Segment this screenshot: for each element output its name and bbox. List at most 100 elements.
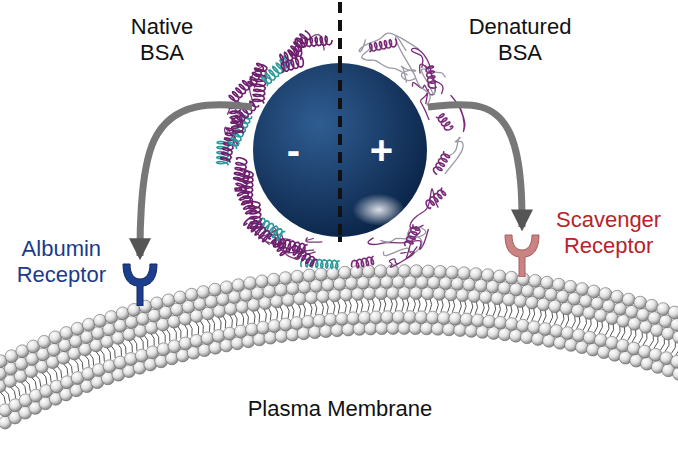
lipid-head	[426, 311, 439, 324]
lipid-tail	[554, 312, 557, 325]
lipid-head	[422, 265, 435, 278]
lipid-tail	[128, 340, 132, 352]
lipid-head	[458, 267, 471, 280]
lipid-tail	[532, 308, 535, 321]
lipid-head	[257, 321, 270, 334]
lipid-tail	[665, 339, 669, 351]
lipid-tail	[470, 301, 472, 314]
lipid-head	[291, 270, 304, 283]
lipid-tail	[229, 314, 232, 327]
lipid-head	[234, 325, 247, 338]
lipid-head	[449, 312, 462, 325]
lipid-head	[605, 336, 618, 349]
lipid-tail	[516, 306, 519, 319]
lipid-tail	[291, 305, 294, 318]
lipid-head	[657, 303, 670, 316]
lipid-tail	[441, 299, 443, 312]
lipid-head	[434, 265, 447, 278]
protein-strand	[389, 246, 417, 267]
lipid-tail	[189, 323, 192, 336]
lipid-head	[505, 318, 518, 331]
lipid-head	[594, 334, 607, 347]
lipid-tail	[527, 307, 530, 320]
lipid-head	[483, 315, 496, 328]
lipid-head	[212, 329, 225, 342]
lipid-tail	[314, 302, 316, 315]
lipid-tail	[390, 298, 392, 311]
lipid-head	[324, 313, 337, 326]
lipid-tail	[594, 320, 597, 333]
protein-helix	[248, 63, 263, 87]
lipid-head	[244, 277, 257, 290]
lipid-tail	[321, 301, 323, 314]
lipid-head	[223, 327, 236, 340]
lipid-tail	[257, 309, 260, 322]
lipid-tail	[671, 341, 675, 353]
lipid-head	[576, 283, 589, 296]
lipid-tail	[195, 322, 198, 335]
lipid-head	[516, 319, 529, 332]
lipid-head	[246, 323, 259, 336]
sphere-highlight	[353, 194, 405, 226]
lipid-tail	[599, 321, 602, 334]
lipid-tail	[42, 372, 47, 384]
lipid-head	[347, 312, 360, 325]
lipid-tail	[85, 355, 90, 367]
lipid-head	[381, 311, 394, 324]
lipid-tail	[464, 300, 466, 313]
lipid-tail	[561, 313, 564, 326]
lipid-head	[392, 311, 405, 324]
lipid-tail	[211, 318, 214, 331]
lipid-head	[267, 273, 280, 286]
lipid-head	[561, 327, 574, 340]
protein-ribbons	[217, 31, 465, 269]
lipid-head	[279, 272, 292, 285]
particle-label: Denatured BSA	[469, 14, 572, 67]
lipid-tail	[57, 366, 62, 378]
lipid-head	[370, 311, 383, 324]
lipid-head	[673, 331, 678, 344]
receptor-label: Albumin Receptor	[17, 236, 106, 289]
lipid-tail	[402, 298, 404, 311]
membrane-label: Plasma Membrane	[248, 396, 433, 422]
receptor-label: Scavenger Receptor	[556, 207, 661, 260]
binding-arrow	[428, 105, 522, 227]
lipid-head	[622, 293, 635, 306]
lipid-head	[671, 355, 678, 368]
lipid-tail	[166, 329, 169, 342]
lipid-tail	[122, 342, 126, 354]
lipid-tail	[676, 343, 678, 355]
lipid-head	[116, 307, 129, 320]
scavenger-receptor: Scavenger Receptor	[502, 207, 661, 277]
lipid-head	[415, 311, 428, 324]
protein-helix	[426, 188, 445, 209]
lipid-tail	[218, 317, 221, 330]
lipid-tail	[200, 320, 203, 333]
charge-sign: +	[370, 130, 393, 170]
lipid-tail	[356, 299, 358, 312]
lipid-tail	[111, 346, 115, 358]
lipid-tail	[538, 309, 541, 322]
lipid-tail	[31, 377, 36, 389]
lipid-head	[564, 280, 577, 293]
divider-line	[338, 2, 342, 242]
albumin-receptor: Albumin Receptor	[17, 236, 160, 306]
lipid-tail	[639, 331, 643, 344]
lipid-head	[303, 269, 316, 282]
lipid-tail	[583, 317, 586, 330]
lipid-head	[673, 367, 678, 380]
lipid-tail	[298, 304, 301, 317]
lipid-bilayer	[0, 265, 678, 429]
lipid-head	[336, 313, 349, 326]
lipid-tail	[448, 299, 450, 312]
lipid-tail	[96, 351, 100, 363]
lipid-tail	[310, 303, 313, 316]
lipid-tail	[223, 316, 226, 329]
lipid-tail	[245, 311, 248, 324]
membrane-label: Plasma Membrane	[248, 396, 433, 422]
lipid-tail	[367, 299, 369, 312]
lipid-head	[201, 332, 214, 345]
lipid-tail	[78, 357, 83, 369]
lipid-head	[209, 283, 222, 296]
charge-sign: -	[287, 130, 300, 170]
